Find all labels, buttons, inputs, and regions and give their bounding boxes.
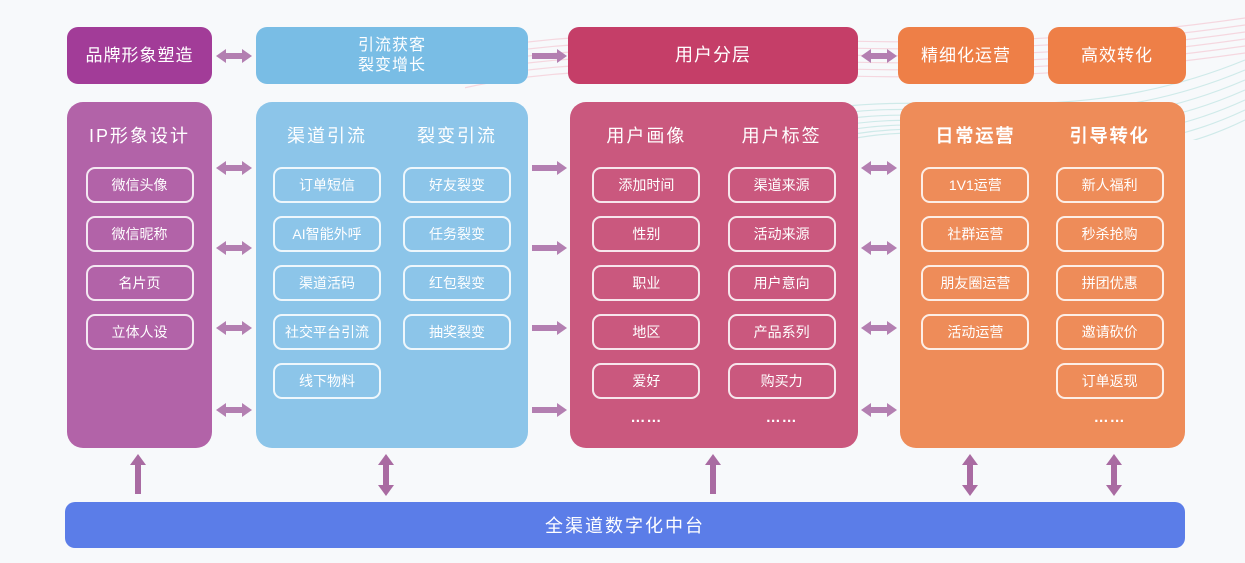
chip-list: 渠道来源活动来源用户意向产品系列购买力 [727, 154, 836, 399]
header-growth-line1: 引流获客 [357, 36, 426, 54]
tag-chip: 用户意向 [727, 265, 836, 301]
group-title: IP形象设计 [88, 126, 190, 146]
arrow-right-col2-col3 [531, 321, 567, 335]
tag-chip: 职业 [592, 265, 701, 301]
header-operation-label: 精细化运营 [921, 45, 1011, 65]
ellipsis: …… [765, 409, 798, 426]
chip-list: 好友裂变任务裂变红包裂变抽奖裂变 [403, 154, 511, 350]
header-brand-label: 品牌形象塑造 [85, 45, 194, 65]
arrow-both-col1-col2 [216, 161, 252, 175]
arrow-both-brand-growth [216, 49, 252, 63]
arrow-both-col1-col2 [216, 321, 252, 335]
header-brand-shaping: 品牌形象塑造 [67, 27, 212, 84]
group-title: 用户标签 [741, 126, 822, 146]
platform-bar: 全渠道数字化中台 [65, 502, 1185, 548]
tag-chip: 邀请砍价 [1055, 314, 1164, 350]
group-daily-operation: 日常运营 1V1运营社群运营朋友圈运营活动运营 [916, 122, 1034, 448]
tag-chip: 订单返现 [1055, 363, 1164, 399]
tag-chip: 活动运营 [921, 314, 1030, 350]
tag-chip: 1V1运营 [921, 167, 1030, 203]
group-title: 引导转化 [1069, 126, 1150, 146]
tag-chip: 秒杀抢购 [1055, 216, 1164, 252]
group-title: 渠道引流 [287, 126, 367, 146]
arrow-up-platform-col1 [130, 454, 146, 496]
arrow-right-col2-col3 [531, 403, 567, 417]
tag-chip: 新人福利 [1055, 167, 1164, 203]
group-fission-traffic: 裂变引流 好友裂变任务裂变红包裂变抽奖裂变 [398, 122, 516, 448]
group-channel-traffic: 渠道引流 订单短信 AI智能外呼渠道活码社交平台引流线下物料 [268, 122, 386, 448]
arrow-both-col1-col2 [216, 241, 252, 255]
column-ip-image-design: IP形象设计 微信头像微信昵称名片页立体人设 [67, 102, 212, 448]
header-user-segmentation: 用户分层 [568, 27, 858, 84]
arrow-both-platform-col4-left [962, 454, 978, 496]
tag-chip: AI智能外呼 [273, 216, 381, 252]
arrow-right-growth-segmentation [531, 49, 567, 63]
tag-chip: 微信头像 [85, 167, 194, 203]
chip-list: 新人福利秒杀抢购拼团优惠邀请砍价订单返现 [1055, 154, 1164, 399]
tag-chip: 爱好 [592, 363, 701, 399]
header-refined-operation: 精细化运营 [898, 27, 1034, 84]
arrow-right-col2-col3 [531, 161, 567, 175]
tag-chip: 性别 [592, 216, 701, 252]
arrow-up-platform-col3 [705, 454, 721, 496]
arrow-right-col2-col3 [531, 241, 567, 255]
header-traffic-growth: 引流获客 裂变增长 [256, 27, 528, 84]
tag-chip: 拼团优惠 [1055, 265, 1164, 301]
tag-chip: 抽奖裂变 [403, 314, 511, 350]
arrow-both-col3-col4 [861, 321, 897, 335]
header-segmentation-label: 用户分层 [675, 45, 751, 66]
arrow-both-segmentation-operation [861, 49, 897, 63]
group-guided-conversion: 引导转化 新人福利秒杀抢购拼团优惠邀请砍价订单返现 …… [1051, 122, 1169, 448]
tag-chip: 渠道来源 [727, 167, 836, 203]
column-traffic-acquisition: 渠道引流 订单短信 AI智能外呼渠道活码社交平台引流线下物料 裂变引流 好友裂变任… [256, 102, 528, 448]
tag-chip: 产品系列 [727, 314, 836, 350]
group-user-profile: 用户画像 添加时间性别职业地区爱好 …… [587, 122, 705, 448]
group-ip-design: IP形象设计 微信头像微信昵称名片页立体人设 [81, 122, 199, 448]
chip-list: 1V1运营社群运营朋友圈运营活动运营 [921, 154, 1030, 350]
ellipsis: …… [630, 409, 663, 426]
tag-chip: 红包裂变 [403, 265, 511, 301]
platform-bar-label: 全渠道数字化中台 [545, 516, 705, 536]
group-title: 用户画像 [606, 126, 687, 146]
arrow-both-col3-col4 [861, 161, 897, 175]
group-user-tags: 用户标签 渠道来源活动来源用户意向产品系列购买力 …… [723, 122, 841, 448]
tag-chip: 社群运营 [921, 216, 1030, 252]
header-efficient-conversion: 高效转化 [1048, 27, 1186, 84]
ellipsis: …… [1093, 409, 1126, 426]
tag-chip: 地区 [592, 314, 701, 350]
arrow-both-col3-col4 [861, 403, 897, 417]
tag-chip: 活动来源 [727, 216, 836, 252]
tag-chip: 社交平台引流 [273, 314, 381, 350]
header-conversion-label: 高效转化 [1081, 45, 1153, 65]
tag-chip: 朋友圈运营 [921, 265, 1030, 301]
tag-chip: 渠道活码 [273, 265, 381, 301]
arrow-both-platform-col4-right [1106, 454, 1122, 496]
tag-chip: 名片页 [85, 265, 194, 301]
tag-chip: 添加时间 [592, 167, 701, 203]
column-operation-conversion: 日常运营 1V1运营社群运营朋友圈运营活动运营 引导转化 新人福利秒杀抢购拼团优… [900, 102, 1185, 448]
tag-chip: 购买力 [727, 363, 836, 399]
chip-list: 微信头像微信昵称名片页立体人设 [85, 154, 194, 350]
column-user-segmentation: 用户画像 添加时间性别职业地区爱好 …… 用户标签 渠道来源活动来源用户意向产品… [570, 102, 858, 448]
tag-chip: 好友裂变 [403, 167, 511, 203]
group-title: 裂变引流 [417, 126, 497, 146]
tag-chip: 订单短信 [273, 167, 381, 203]
tag-chip: 微信昵称 [85, 216, 194, 252]
group-title: 日常运营 [935, 126, 1016, 146]
chip-list: 添加时间性别职业地区爱好 [592, 154, 701, 399]
tag-chip: 任务裂变 [403, 216, 511, 252]
tag-chip: 立体人设 [85, 314, 194, 350]
arrow-both-platform-col2 [378, 454, 394, 496]
chip-list: 订单短信 AI智能外呼渠道活码社交平台引流线下物料 [273, 154, 381, 399]
header-growth-line2: 裂变增长 [357, 56, 426, 74]
arrow-both-col3-col4 [861, 241, 897, 255]
tag-chip: 线下物料 [273, 363, 381, 399]
arrow-both-col1-col2 [216, 403, 252, 417]
